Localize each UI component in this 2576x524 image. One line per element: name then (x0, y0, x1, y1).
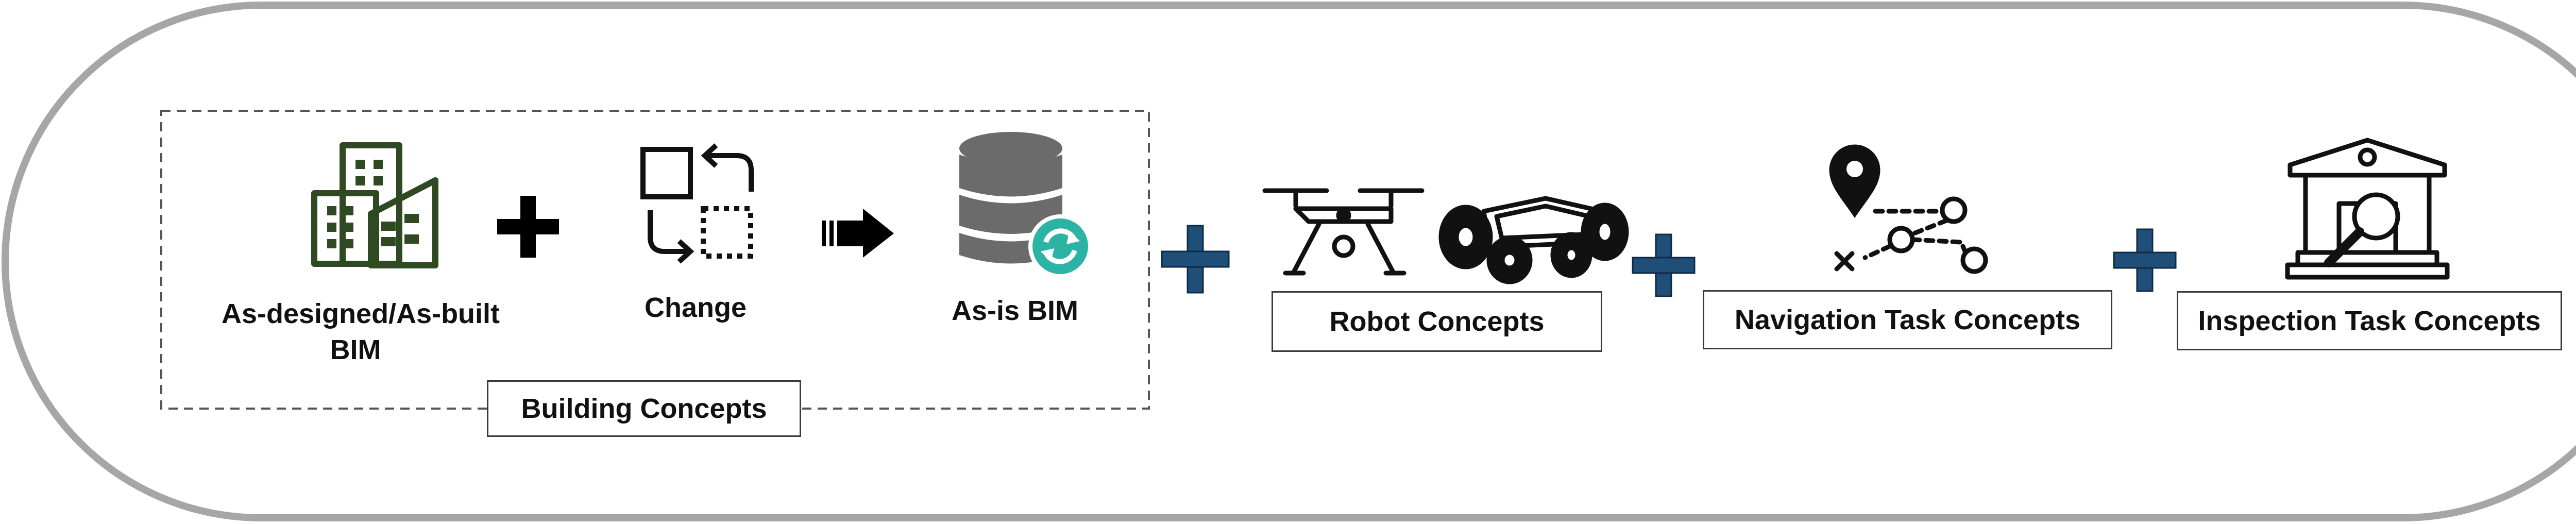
change-label: Change (644, 292, 747, 323)
black-arrow-icon (822, 209, 894, 258)
building-inspection-icon (2285, 138, 2450, 280)
building-concepts-label: Building Concepts (487, 380, 801, 437)
as-built-bim-label: As-designed/As-built BIM (222, 296, 500, 368)
blue-plus-icon (1632, 233, 1696, 297)
ground-robot-icon (1438, 196, 1629, 284)
buildings-icon (311, 142, 438, 268)
blue-plus-icon (1161, 225, 1230, 294)
navigation-task-concepts-label: Navigation Task Concepts (1703, 290, 2112, 349)
route-map-icon (1829, 144, 1988, 274)
change-icon (640, 143, 754, 264)
black-plus-icon (497, 196, 559, 258)
blue-plus-icon (2113, 228, 2177, 292)
as-built-bim-label-line2: BIM (330, 334, 381, 365)
drone-icon (1262, 188, 1425, 276)
as-built-bim-label-line1: As-designed/As-built (222, 298, 500, 329)
robot-concepts-label: Robot Concepts (1272, 291, 1602, 352)
as-is-bim-label: As-is BIM (951, 295, 1079, 326)
inspection-task-concepts-label: Inspection Task Concepts (2177, 291, 2562, 350)
database-sync-icon (959, 132, 1092, 278)
